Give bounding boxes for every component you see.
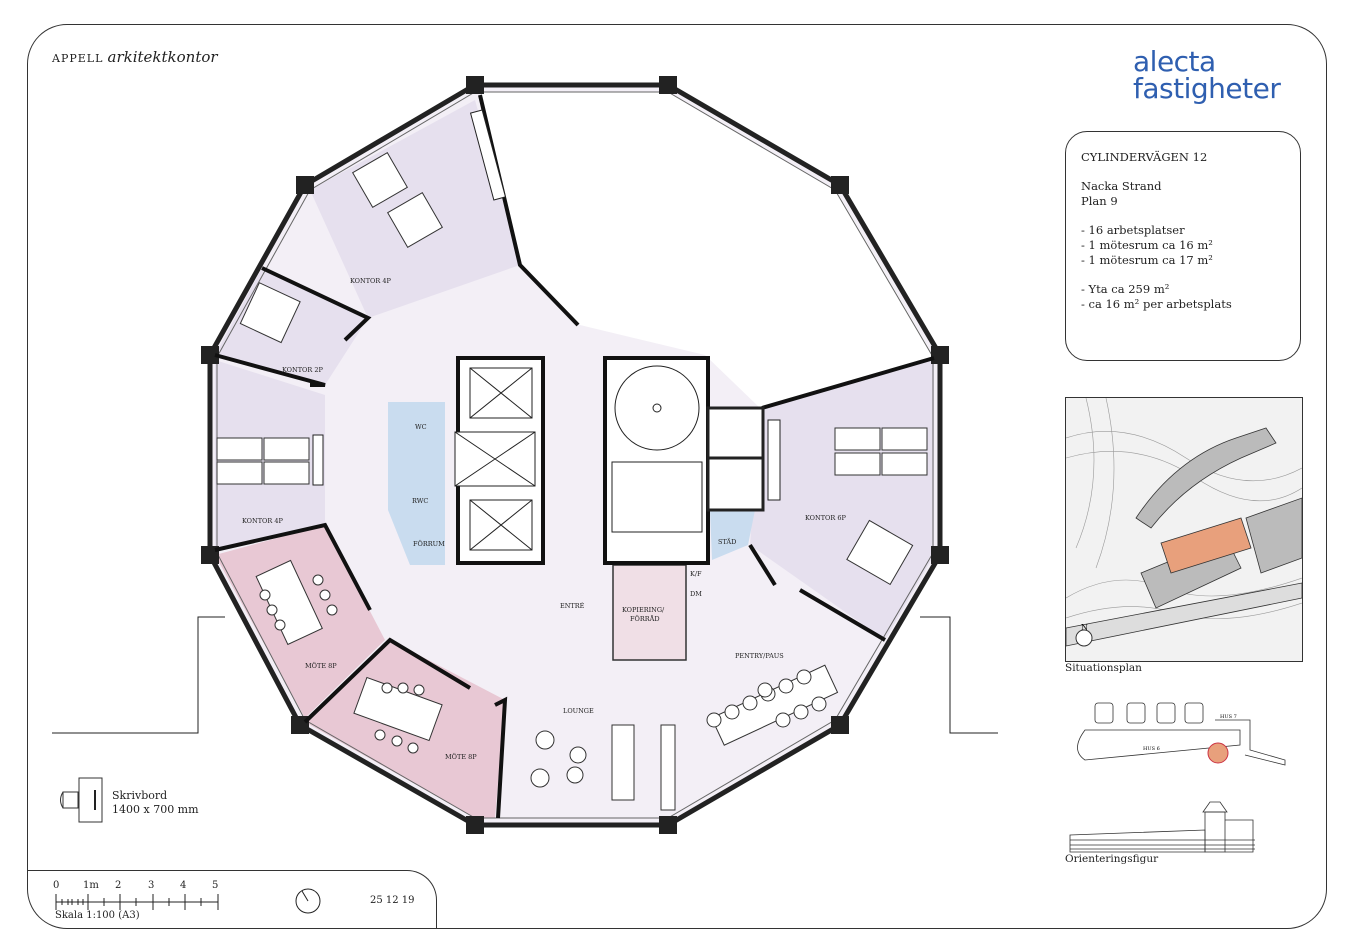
legend-label: Skrivbord [112, 789, 168, 802]
orientation-elevation [1069, 801, 1255, 853]
kopiering-room [612, 564, 687, 661]
fact-workplaces: - 16 arbetsplatser [1081, 223, 1185, 237]
fact-area: - Yta ca 259 m² [1081, 282, 1170, 296]
label-kopiering: KOPIERING/ [622, 606, 665, 614]
orientation-caption: Orienteringsfigur [1065, 853, 1159, 865]
scale-tick-0: 0 [53, 880, 59, 891]
label-kontor-2p: KONTOR 2P [282, 366, 323, 374]
site-key-plan: HUS 7 HUS 6 [1077, 702, 1286, 766]
firm-name: Appell [52, 52, 104, 65]
stad-zone [710, 510, 755, 560]
label-forrad: FÖRRÅD [630, 614, 660, 623]
label-rwc: RWC [412, 497, 428, 505]
desk-legend-symbol [60, 777, 103, 823]
label-mote-8p-b: MÖTE 8P [445, 752, 477, 761]
hus6-label: HUS 6 [1143, 746, 1160, 752]
page-frame [27, 24, 1327, 929]
scale-tick-2: 2 [115, 880, 121, 891]
label-mote-8p-a: MÖTE 8P [305, 661, 337, 670]
scale-tick-5: 5 [212, 880, 218, 891]
scale-tick-1: 1m [83, 880, 99, 891]
label-forrum: FÖRRUM [413, 539, 445, 548]
label-dm: DM [690, 590, 702, 598]
address: CYLINDERVÄGEN 12 [1081, 150, 1208, 164]
architect-firm: Appell arkitektkontor [52, 48, 218, 66]
label-kf: K/F [690, 570, 702, 578]
wc-zone [388, 402, 445, 565]
label-lounge: LOUNGE [563, 707, 594, 715]
fact-meeting-room-2: - 1 mötesrum ca 17 m² [1081, 253, 1213, 267]
scale-tick-3: 3 [148, 880, 154, 891]
scale-box [27, 870, 437, 929]
logo-line2: fastigheter [1133, 72, 1281, 105]
label-kontor-4p-left: KONTOR 4P [242, 517, 283, 525]
situation-map: N [1065, 397, 1303, 662]
area-name: Nacka Strand [1081, 179, 1162, 193]
hus7-label: HUS 7 [1220, 714, 1237, 720]
label-kontor-4p-top: KONTOR 4P [350, 277, 391, 285]
label-pentry: PENTRY/PAUS [735, 652, 784, 660]
fact-area-per-workplace: - ca 16 m² per arbetsplats [1081, 297, 1232, 311]
label-wc: WC [415, 423, 427, 431]
situation-map-drawing: N [1066, 398, 1302, 661]
scale-label: Skala 1:100 (A3) [55, 910, 140, 921]
situation-map-caption: Situationsplan [1065, 662, 1142, 674]
firm-subtitle: arkitektkontor [107, 48, 218, 66]
logo-line1: alecta [1133, 45, 1216, 78]
legend-size: 1400 x 700 mm [112, 803, 199, 816]
label-stad: STÄD [718, 537, 736, 546]
scale-bar: 0 1m 2 3 4 5 Skala 1:100 (A3) 25 12 19 [53, 880, 415, 921]
scale-tick-4: 4 [180, 880, 186, 891]
svg-text:N: N [1081, 623, 1088, 632]
label-entre: ENTRÉ [560, 601, 585, 610]
fact-meeting-room-1: - 1 mötesrum ca 16 m² [1081, 238, 1213, 252]
north-arrow-icon [295, 888, 321, 914]
floor-number: Plan 9 [1081, 194, 1118, 208]
label-kontor-6p: KONTOR 6P [805, 514, 846, 522]
drawing-date: 25 12 19 [370, 895, 415, 906]
